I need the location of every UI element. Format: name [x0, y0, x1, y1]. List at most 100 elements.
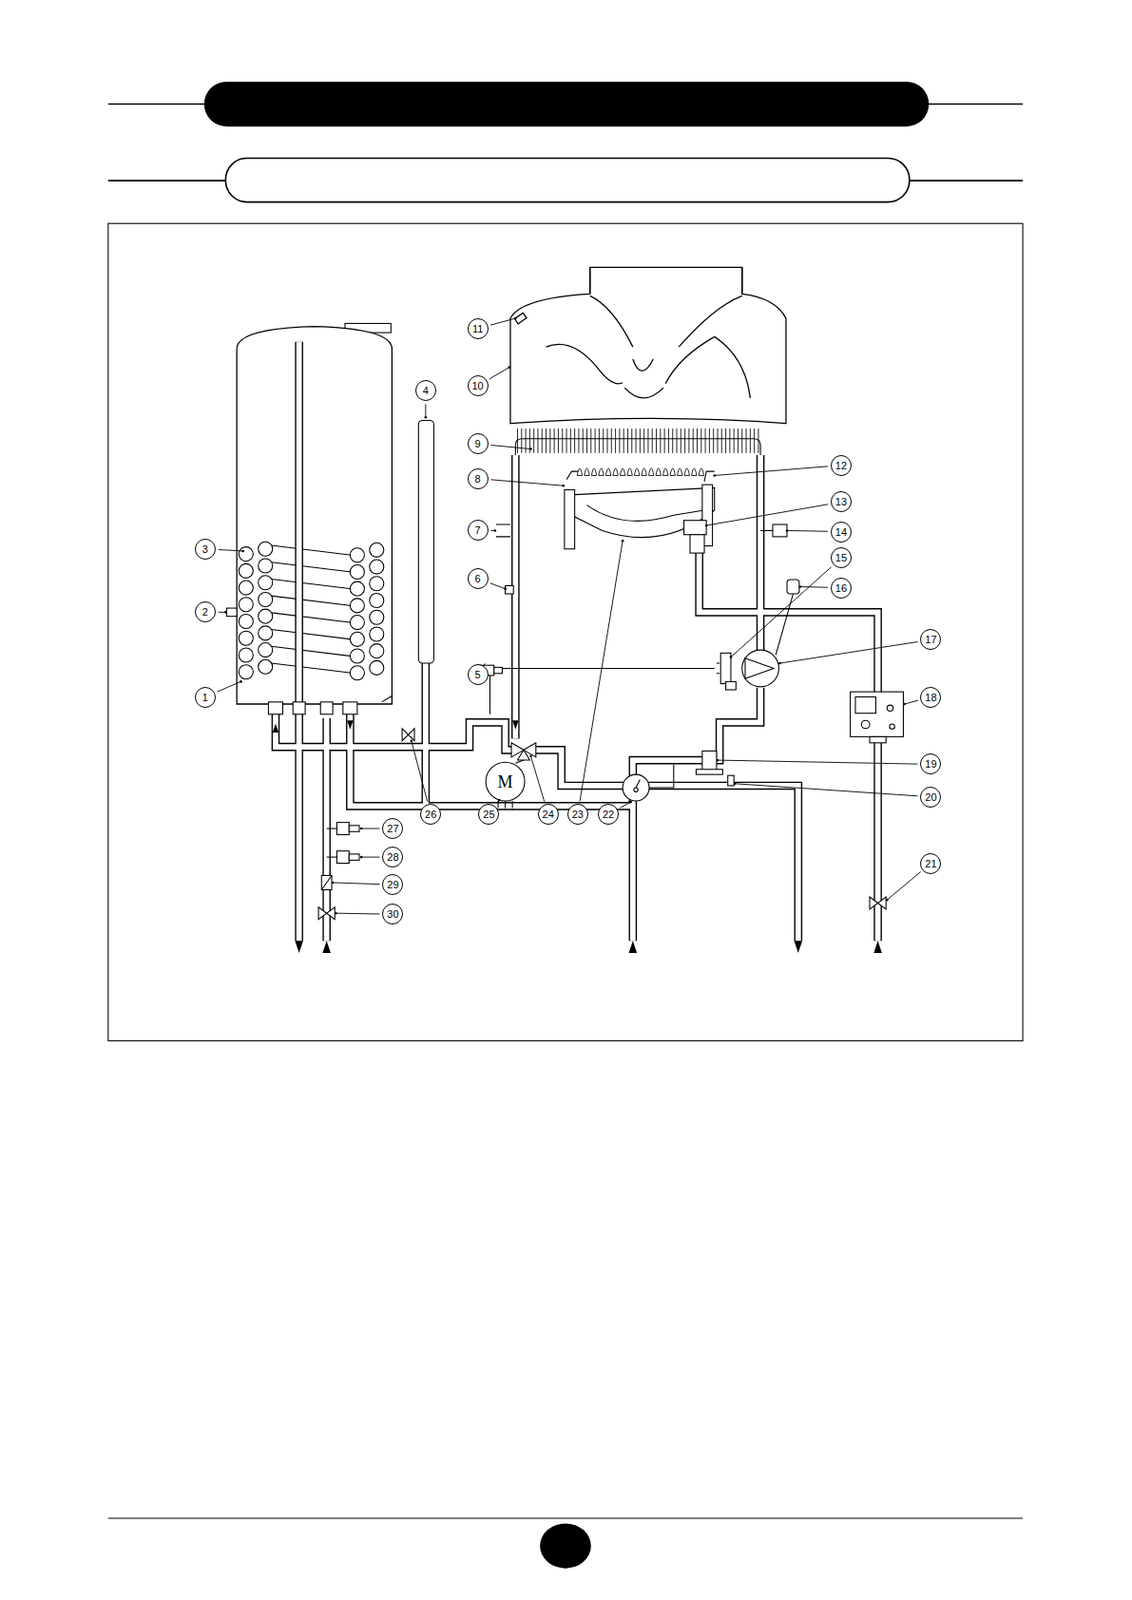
figure-frame — [108, 223, 1023, 1041]
motor-symbol: M — [495, 770, 517, 794]
fin — [582, 428, 584, 454]
callout-number: 1 — [194, 687, 216, 709]
burner — [564, 471, 715, 554]
callout-number: 29 — [382, 874, 403, 896]
leader-line — [786, 530, 828, 533]
leader-line — [619, 802, 631, 808]
callout-number: 3 — [194, 538, 216, 560]
leader-line — [218, 550, 244, 552]
fin — [598, 428, 600, 454]
callout-number: 16 — [830, 577, 852, 599]
coil-tube — [369, 559, 384, 575]
fin — [712, 428, 714, 454]
flame — [670, 468, 675, 477]
callout-number: 8 — [467, 468, 489, 490]
leader-line — [411, 741, 428, 803]
fin — [753, 428, 755, 454]
fin — [716, 428, 718, 454]
fin — [671, 428, 673, 454]
coil-tube — [349, 581, 365, 596]
fin — [652, 428, 653, 454]
callout-number: 19 — [920, 753, 941, 775]
leader-line — [714, 466, 828, 477]
fin — [602, 428, 604, 454]
leader-dot — [733, 782, 737, 786]
motor-wires — [498, 801, 513, 809]
coil-tube — [258, 575, 273, 591]
callout-number: 4 — [415, 380, 437, 402]
leader-dot — [334, 912, 338, 916]
fin — [574, 428, 576, 454]
coil-tube — [258, 541, 273, 557]
fin — [557, 428, 559, 454]
callout-number: 30 — [382, 903, 403, 925]
coil-turn — [267, 561, 360, 574]
fin — [606, 428, 608, 454]
gas-valve — [850, 691, 904, 744]
fin — [639, 428, 641, 454]
flame — [591, 468, 596, 477]
fin — [705, 428, 707, 454]
burner-flames — [576, 468, 704, 477]
coil-tube — [238, 614, 253, 630]
fin — [545, 428, 547, 454]
leader-line — [904, 700, 919, 705]
coil-turn — [267, 629, 360, 641]
callout-number: 22 — [597, 804, 619, 826]
leader-line — [734, 784, 918, 797]
fin — [541, 428, 543, 454]
leader-line — [779, 642, 918, 665]
fin — [643, 428, 645, 454]
fin — [611, 428, 613, 454]
coil-tube — [258, 592, 273, 607]
coil-tube — [238, 665, 253, 680]
valve-motor — [485, 762, 525, 802]
storage-tank — [236, 323, 392, 705]
callout-number: 13 — [830, 491, 852, 513]
leader-line — [489, 367, 510, 380]
callout-number: 14 — [830, 521, 852, 543]
coil-turn — [267, 663, 360, 675]
leader-dot — [508, 365, 512, 369]
coil-tube — [238, 580, 253, 595]
leader-dot — [498, 799, 501, 803]
pipe-outline — [275, 342, 879, 941]
leader-line — [706, 504, 828, 526]
pipe-bore — [275, 342, 879, 941]
isolation-valve — [318, 729, 886, 921]
coil-turn — [267, 612, 360, 624]
fin — [688, 428, 690, 454]
callout-number: 5 — [467, 664, 489, 686]
fin — [664, 428, 666, 454]
callout-number: 18 — [920, 687, 941, 709]
callout-number: 9 — [467, 433, 489, 455]
leader-dot — [241, 550, 245, 554]
fin — [709, 428, 710, 454]
fin — [741, 428, 743, 454]
callout-number: 25 — [478, 804, 499, 826]
footer-rule — [108, 1517, 1023, 1519]
coil-tube — [349, 649, 365, 664]
flame — [576, 468, 582, 477]
leader-dot — [409, 739, 413, 743]
tank-fittings — [268, 702, 357, 715]
coil-tube — [349, 615, 365, 631]
fin — [746, 428, 748, 454]
heat-exchanger — [515, 426, 761, 456]
leader-line — [800, 586, 828, 589]
flame — [619, 468, 625, 477]
leader-line — [424, 403, 426, 418]
callout-number: 17 — [920, 629, 941, 651]
coil-tube — [258, 659, 273, 674]
leader-dot — [360, 856, 364, 860]
leader-dot — [712, 474, 716, 478]
leader-dot — [503, 587, 507, 591]
coil-tube — [238, 563, 253, 578]
fin — [570, 428, 572, 454]
coil-tube — [369, 593, 384, 608]
pressure-gauge — [622, 764, 674, 802]
fin — [549, 428, 551, 454]
flame — [641, 468, 647, 477]
fin — [520, 428, 522, 454]
